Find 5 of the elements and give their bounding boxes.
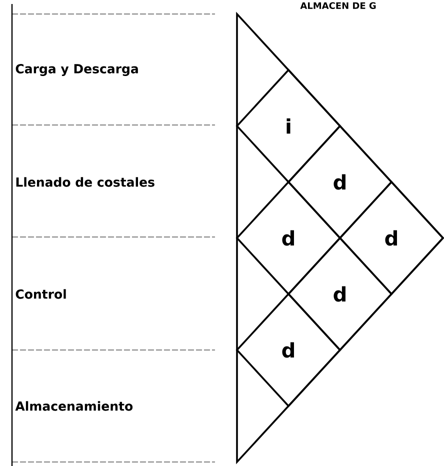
row-label: Carga y Descarga	[16, 64, 138, 76]
row-label: Llenado de costales	[16, 177, 154, 187]
row-label: Almacenamiento	[15, 401, 133, 411]
title: ALMACEN DE G	[300, 2, 376, 10]
row-label: Control	[16, 289, 66, 299]
